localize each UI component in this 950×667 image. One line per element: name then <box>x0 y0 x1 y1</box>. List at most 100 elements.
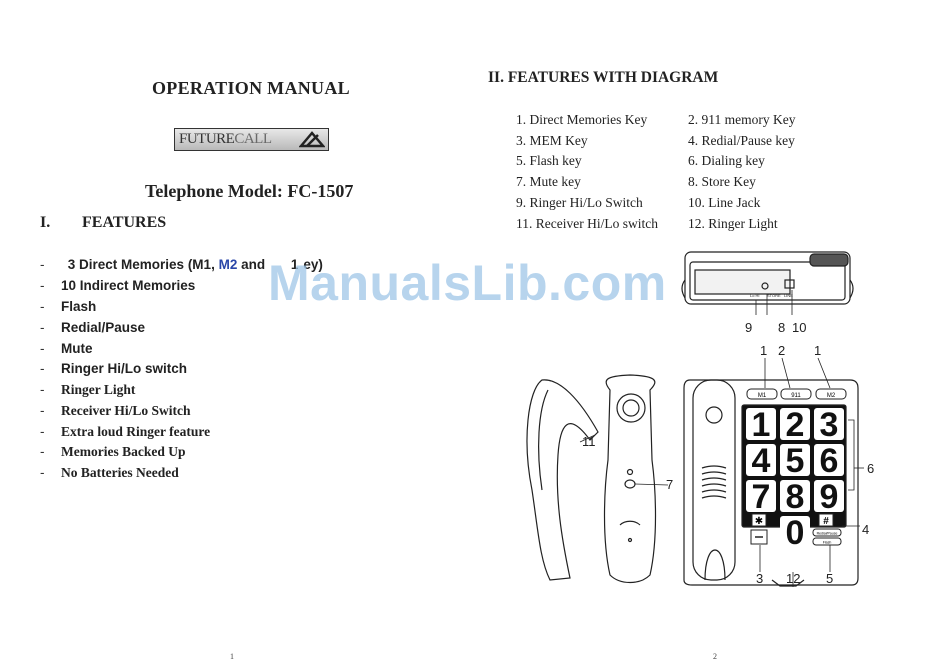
key-3-label: 3 <box>820 406 839 444</box>
feature-text: Receiver Hi/Lo Switch <box>61 403 191 418</box>
feature-dash: - <box>40 444 45 459</box>
jack-label: STORE <box>767 293 781 298</box>
feature-item: - Redial/Pause <box>40 320 145 335</box>
key-8-label: 8 <box>786 478 805 516</box>
callout-2: 2 <box>778 343 786 358</box>
callout-leaders <box>579 357 864 587</box>
legend-item: 1. Direct Memories Key <box>516 112 648 127</box>
key-5-label: 5 <box>786 442 805 480</box>
key-9[interactable] <box>814 480 844 512</box>
legend-item: 2. 911 memory Key <box>688 112 796 127</box>
feature-item: - 10 Indirect Memories <box>40 278 195 293</box>
hash-key-label: # <box>823 516 829 527</box>
feature-text: 10 Indirect Memories <box>61 278 196 293</box>
phone-rear-view <box>681 251 854 305</box>
m2-key-label: M2 <box>827 393 836 399</box>
star-key[interactable] <box>751 513 767 527</box>
legend-item: 3. MEM Key <box>516 133 588 148</box>
logo-mark-icon <box>299 131 325 148</box>
feature-text: No Batteries Needed <box>61 465 179 480</box>
feature-text: Ringer Light <box>61 382 136 397</box>
legend-item: 10. Line Jack <box>688 195 761 210</box>
legend-item: 7. Mute key <box>516 174 581 189</box>
logo-text-future: FUTURE <box>179 131 235 147</box>
phone-diagram: Lo Hi STORE LINE M1 911 M2 <box>526 251 864 587</box>
feature-dash: - <box>40 341 45 356</box>
section-number: I. <box>40 214 51 231</box>
handset-front-view <box>603 374 657 584</box>
key-1-label: 1 <box>752 406 771 444</box>
callout-11: 11 <box>582 434 596 449</box>
key-2-label: 2 <box>786 406 805 444</box>
legend-item: 9. Ringer Hi/Lo Switch <box>516 195 643 210</box>
feature-item: -Flash <box>40 299 96 314</box>
callout-3: 3 <box>756 571 764 586</box>
callout-5: 5 <box>826 571 834 586</box>
feature-item: - Receiver Hi/Lo Switch <box>40 403 190 419</box>
callout-6: 6 <box>867 461 875 476</box>
feature-text-part: 1 <box>290 257 299 272</box>
key-0[interactable] <box>780 516 810 548</box>
legend-item: 8. Store Key <box>688 174 756 189</box>
flash-label: Flash <box>823 541 832 545</box>
feature-item: - No Batteries Needed <box>40 465 179 481</box>
key-1[interactable] <box>746 408 776 440</box>
callout-1b: 1 <box>814 343 822 358</box>
legend-item: 12. Ringer Light <box>688 216 778 231</box>
key-5[interactable] <box>780 444 810 476</box>
callout-9: 9 <box>745 320 753 335</box>
watermark: ManualsLib.com <box>268 255 667 311</box>
key-3[interactable] <box>814 408 844 440</box>
page-title: OPERATION MANUAL <box>152 78 350 98</box>
legend-item: 5. Flash key <box>516 153 582 168</box>
flash-key[interactable] <box>812 537 842 546</box>
m1-key[interactable] <box>746 388 778 400</box>
key-6-label: 6 <box>820 442 839 480</box>
feature-dash: - <box>40 257 45 272</box>
feature-item: - Ringer Hi/Lo switch <box>40 361 187 376</box>
callout-12: 12 <box>786 571 801 586</box>
911-key-label: 911 <box>791 393 801 399</box>
feature-text-part: and <box>237 257 269 272</box>
key-8[interactable] <box>780 480 810 512</box>
feature-dash: - <box>40 361 45 376</box>
jack-label: LINE <box>784 293 793 298</box>
handset-side-view <box>526 379 599 581</box>
futurecall-logo: FUTURECALL <box>174 128 329 151</box>
callout-1: 1 <box>760 343 768 358</box>
feature-item: -Ringer Light <box>40 382 135 398</box>
feature-dash: - <box>40 465 45 480</box>
hash-key[interactable] <box>818 513 834 527</box>
feature-text-part: ey) <box>303 257 323 272</box>
key-6[interactable] <box>814 444 844 476</box>
m2-key[interactable] <box>815 388 847 400</box>
feature-dash: - <box>40 299 45 314</box>
page-number: 1 <box>230 652 234 661</box>
feature-dash: - <box>40 424 45 439</box>
feature-text: Ringer Hi/Lo switch <box>61 361 188 376</box>
feature-dash: - <box>40 403 45 418</box>
key-4-label: 4 <box>752 442 771 480</box>
model-heading: Telephone Model: FC-1507 <box>145 181 354 201</box>
jack-label: Lo Hi <box>750 293 759 298</box>
legend-item: 6. Dialing key <box>688 153 765 168</box>
key-2[interactable] <box>780 408 810 440</box>
key-7[interactable] <box>746 480 776 512</box>
key-4[interactable] <box>746 444 776 476</box>
redial-pause-key[interactable] <box>812 528 842 537</box>
callout-4: 4 <box>862 522 870 537</box>
logo-text-call: CALL <box>234 131 272 147</box>
feature-text: Redial/Pause <box>61 320 146 335</box>
feature-dash: - <box>40 320 45 335</box>
911-key[interactable] <box>780 388 812 400</box>
callout-8: 8 <box>778 320 786 335</box>
section-title-2: II. FEATURES WITH DIAGRAM <box>488 69 719 86</box>
feature-dash: - <box>40 278 45 293</box>
feature-text: Memories Backed Up <box>61 444 186 459</box>
page-number-2: 2 <box>713 652 717 661</box>
key-7-label: 7 <box>752 478 771 516</box>
section-title: FEATURES <box>82 214 167 231</box>
m1-key-label: M1 <box>758 393 767 399</box>
feature-item: -Mute <box>40 341 93 356</box>
